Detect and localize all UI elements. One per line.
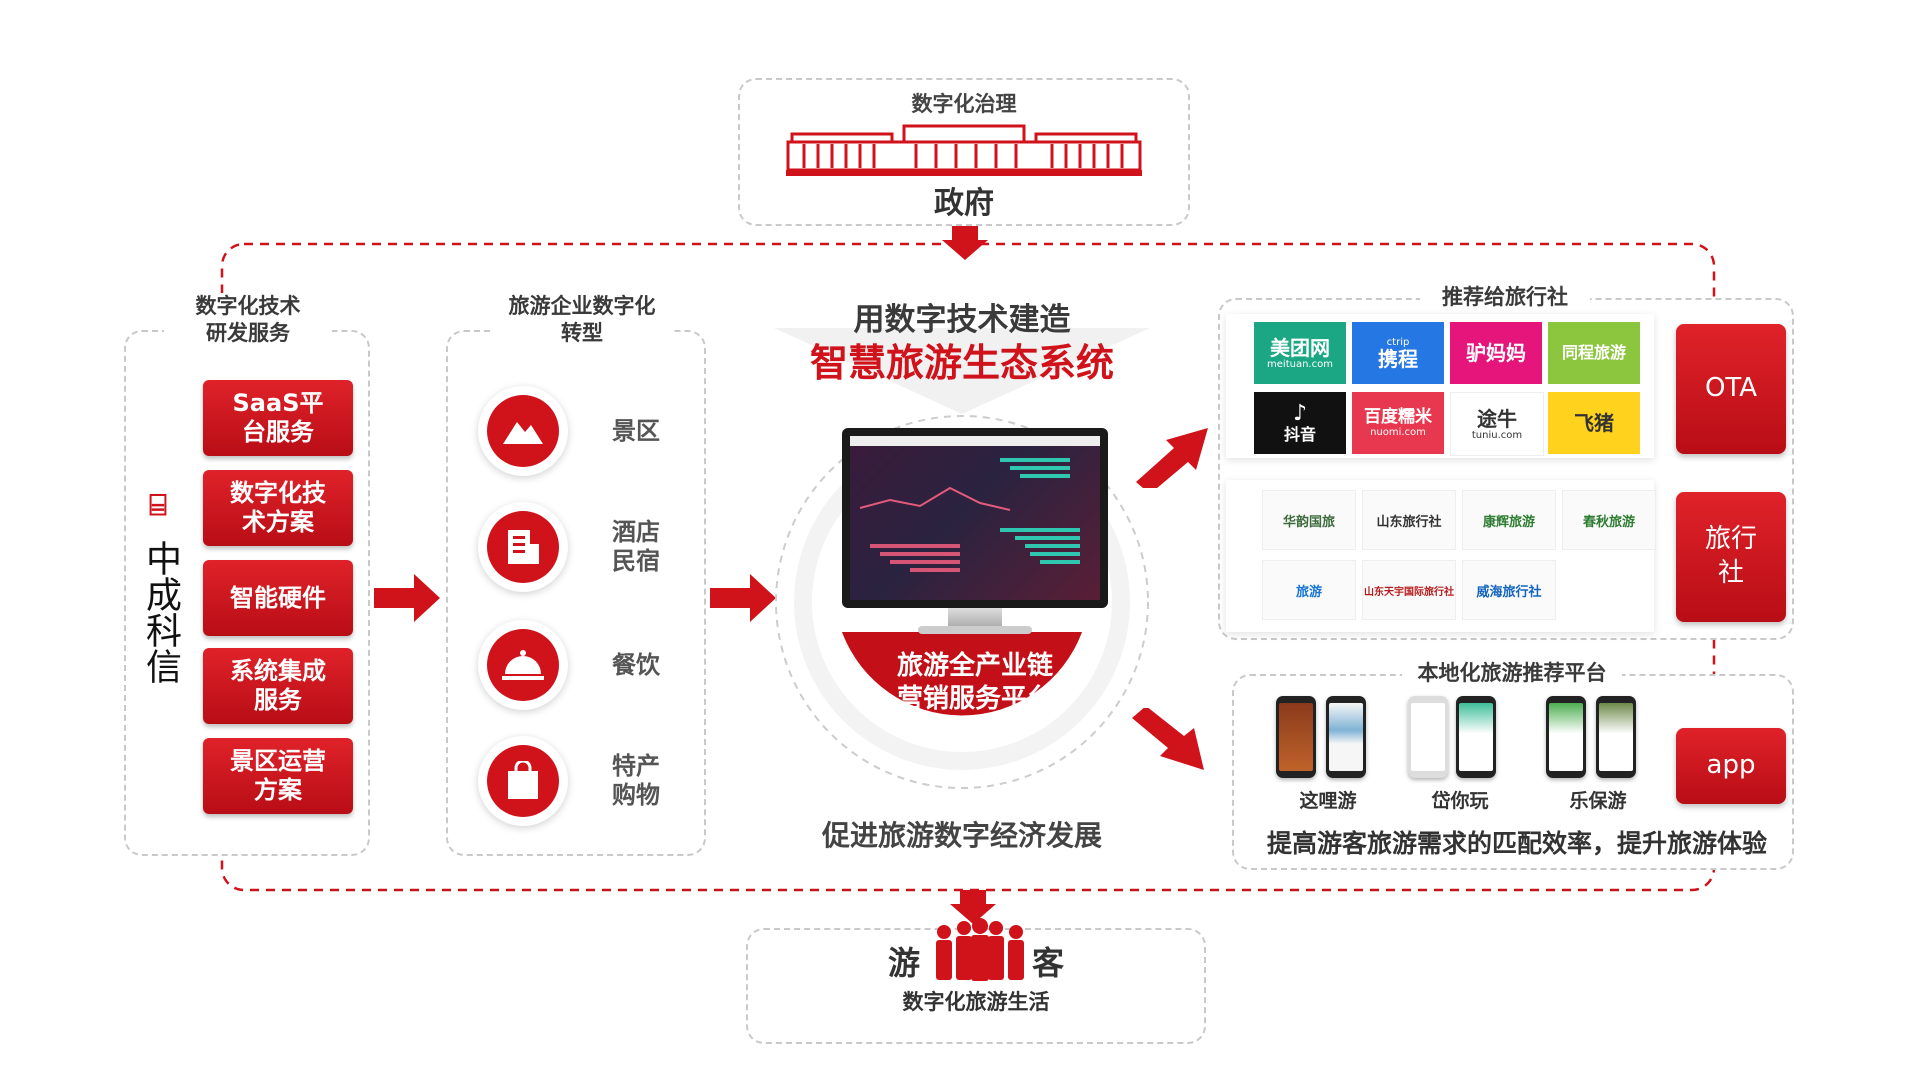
shopping-bag-icon xyxy=(508,761,538,799)
service-tech-solution[interactable]: 数字化技术方案 xyxy=(203,470,353,546)
service-scenic-operation[interactable]: 景区运营方案 xyxy=(203,738,353,814)
agency-logo-shandong[interactable]: 山东旅行社 xyxy=(1362,490,1456,550)
app-label-daini[interactable]: 岱你玩 xyxy=(1431,790,1489,812)
ota-label[interactable]: OTA xyxy=(1676,324,1786,454)
digital-life-label: 数字化旅游生活 xyxy=(902,990,1050,1014)
phone-zheliyou-2 xyxy=(1326,696,1366,778)
center-heading: 用数字技术建造 xyxy=(853,302,1071,338)
agency-logo-kanghui[interactable]: 康辉旅游 xyxy=(1462,490,1556,550)
phone-zheliyou-1 xyxy=(1276,696,1316,778)
service-system-integration[interactable]: 系统集成服务 xyxy=(203,648,353,724)
local-bottom-text: 提高游客旅游需求的匹配效率，提升旅游体验 xyxy=(1266,829,1767,858)
dashboard-monitor xyxy=(842,428,1108,608)
enterprise-item-hotel[interactable]: 酒店民宿 xyxy=(478,502,688,592)
government-label: 政府 xyxy=(934,186,994,221)
down-arrow-top xyxy=(942,226,988,260)
local-platform-title: 本地化旅游推荐平台 xyxy=(1402,660,1622,688)
enterprise-title: 旅游企业数字化转型 xyxy=(490,293,674,348)
tech-services-title: 数字化技术研发服务 xyxy=(164,293,332,348)
food-cloche-icon xyxy=(502,650,544,680)
phone-lebao-1 xyxy=(1546,696,1586,778)
service-saas[interactable]: SaaS平台服务 xyxy=(203,380,353,456)
ota-logo-lvmama[interactable]: 驴妈妈 xyxy=(1450,322,1542,384)
recommend-title: 推荐给旅行社 xyxy=(1420,284,1590,312)
agency-logo-tianyu[interactable]: 山东天宇国际旅行社 xyxy=(1362,560,1456,620)
app-label-lebao[interactable]: 乐保游 xyxy=(1569,790,1627,812)
agency-logo-weihai[interactable]: 威海旅行社 xyxy=(1462,560,1556,620)
down-arrow-bottom xyxy=(950,890,996,924)
service-smart-hardware[interactable]: 智能硬件 xyxy=(203,560,353,636)
agency-label[interactable]: 旅行社 xyxy=(1676,492,1786,622)
monitor-base xyxy=(918,626,1032,634)
visitor-left-char: 游 xyxy=(888,944,921,982)
phone-daini-1 xyxy=(1408,696,1448,778)
mountain-icon xyxy=(503,422,543,444)
right-arrow-1 xyxy=(374,574,440,622)
enterprise-item-shopping[interactable]: 特产购物 xyxy=(478,736,688,826)
brand-logo-icon: ⌸ xyxy=(149,488,167,523)
agency-logo-chunqiu[interactable]: 春秋旅游 xyxy=(1562,490,1656,550)
center-bottom-text: 促进旅游数字经济发展 xyxy=(821,819,1102,852)
app-label-zheliyou[interactable]: 这哩游 xyxy=(1299,790,1357,812)
government-building-icon xyxy=(786,124,1142,176)
enterprise-item-scenic[interactable]: 景区 xyxy=(478,386,688,476)
ota-logo-tongcheng[interactable]: 同程旅游 xyxy=(1548,322,1640,384)
center-subheading: 智慧旅游生态系统 xyxy=(809,341,1114,385)
agency-logo-huayun[interactable]: 华韵国旅 xyxy=(1262,490,1356,550)
down-right-arrow xyxy=(1132,708,1204,770)
visitor-right-char: 客 xyxy=(1032,944,1065,982)
building-icon xyxy=(508,530,539,564)
monitor-stand xyxy=(948,608,1002,628)
platform-label: 旅游全产业链营销服务平台 xyxy=(896,651,1053,714)
phone-daini-2 xyxy=(1456,696,1496,778)
brand-name: 中成科信 xyxy=(140,540,181,684)
people-group-icon xyxy=(936,918,1024,981)
phone-lebao-2 xyxy=(1596,696,1636,778)
governance-label: 数字化治理 xyxy=(911,92,1017,116)
right-arrow-2 xyxy=(710,574,776,622)
ota-logo-fliggy[interactable]: 飞猪 xyxy=(1548,392,1640,454)
app-label[interactable]: app xyxy=(1676,728,1786,804)
ota-logo-douyin[interactable]: ♪抖音 xyxy=(1254,392,1346,454)
up-right-arrow xyxy=(1136,428,1208,488)
dashboard-chart xyxy=(859,458,1080,572)
agency-logo-travel[interactable]: 旅游 xyxy=(1262,560,1356,620)
heading-triangle xyxy=(774,328,1150,414)
government-box xyxy=(738,78,1190,226)
enterprise-item-dining[interactable]: 餐饮 xyxy=(478,620,688,710)
enterprise-item-label: 景区 xyxy=(612,416,660,445)
